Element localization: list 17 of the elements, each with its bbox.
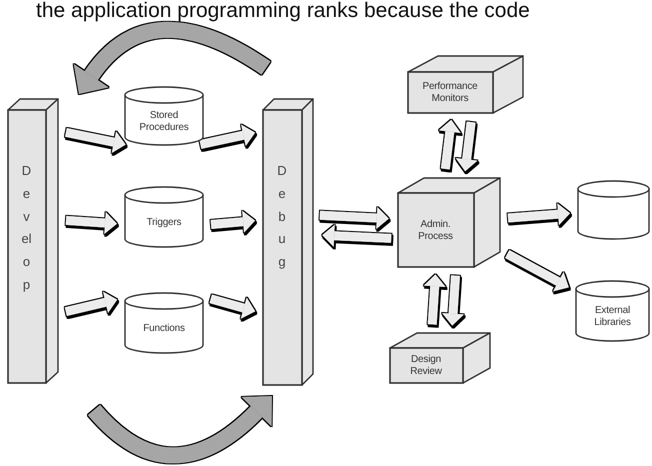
node-label: Functions [142, 323, 186, 335]
node-label: Stored Procedures [138, 110, 190, 134]
node-label: Debug [276, 162, 288, 271]
body-text: the application programming ranks because the code [36, 0, 530, 22]
node-label: Develop [20, 162, 33, 294]
node-label: External Libraries [593, 305, 632, 329]
block-arrow [320, 207, 389, 229]
block-arrow [505, 250, 569, 292]
node-label: Performance Monitors [421, 81, 479, 105]
block-arrow [64, 292, 118, 316]
curved-arrow [74, 22, 270, 94]
node-label: Triggers [146, 217, 182, 229]
node-label: Admin. Process [417, 218, 454, 242]
block-arrow [209, 294, 256, 319]
block-arrow [210, 210, 256, 233]
node-label: Design Review [409, 354, 443, 378]
block-arrow [508, 203, 570, 226]
